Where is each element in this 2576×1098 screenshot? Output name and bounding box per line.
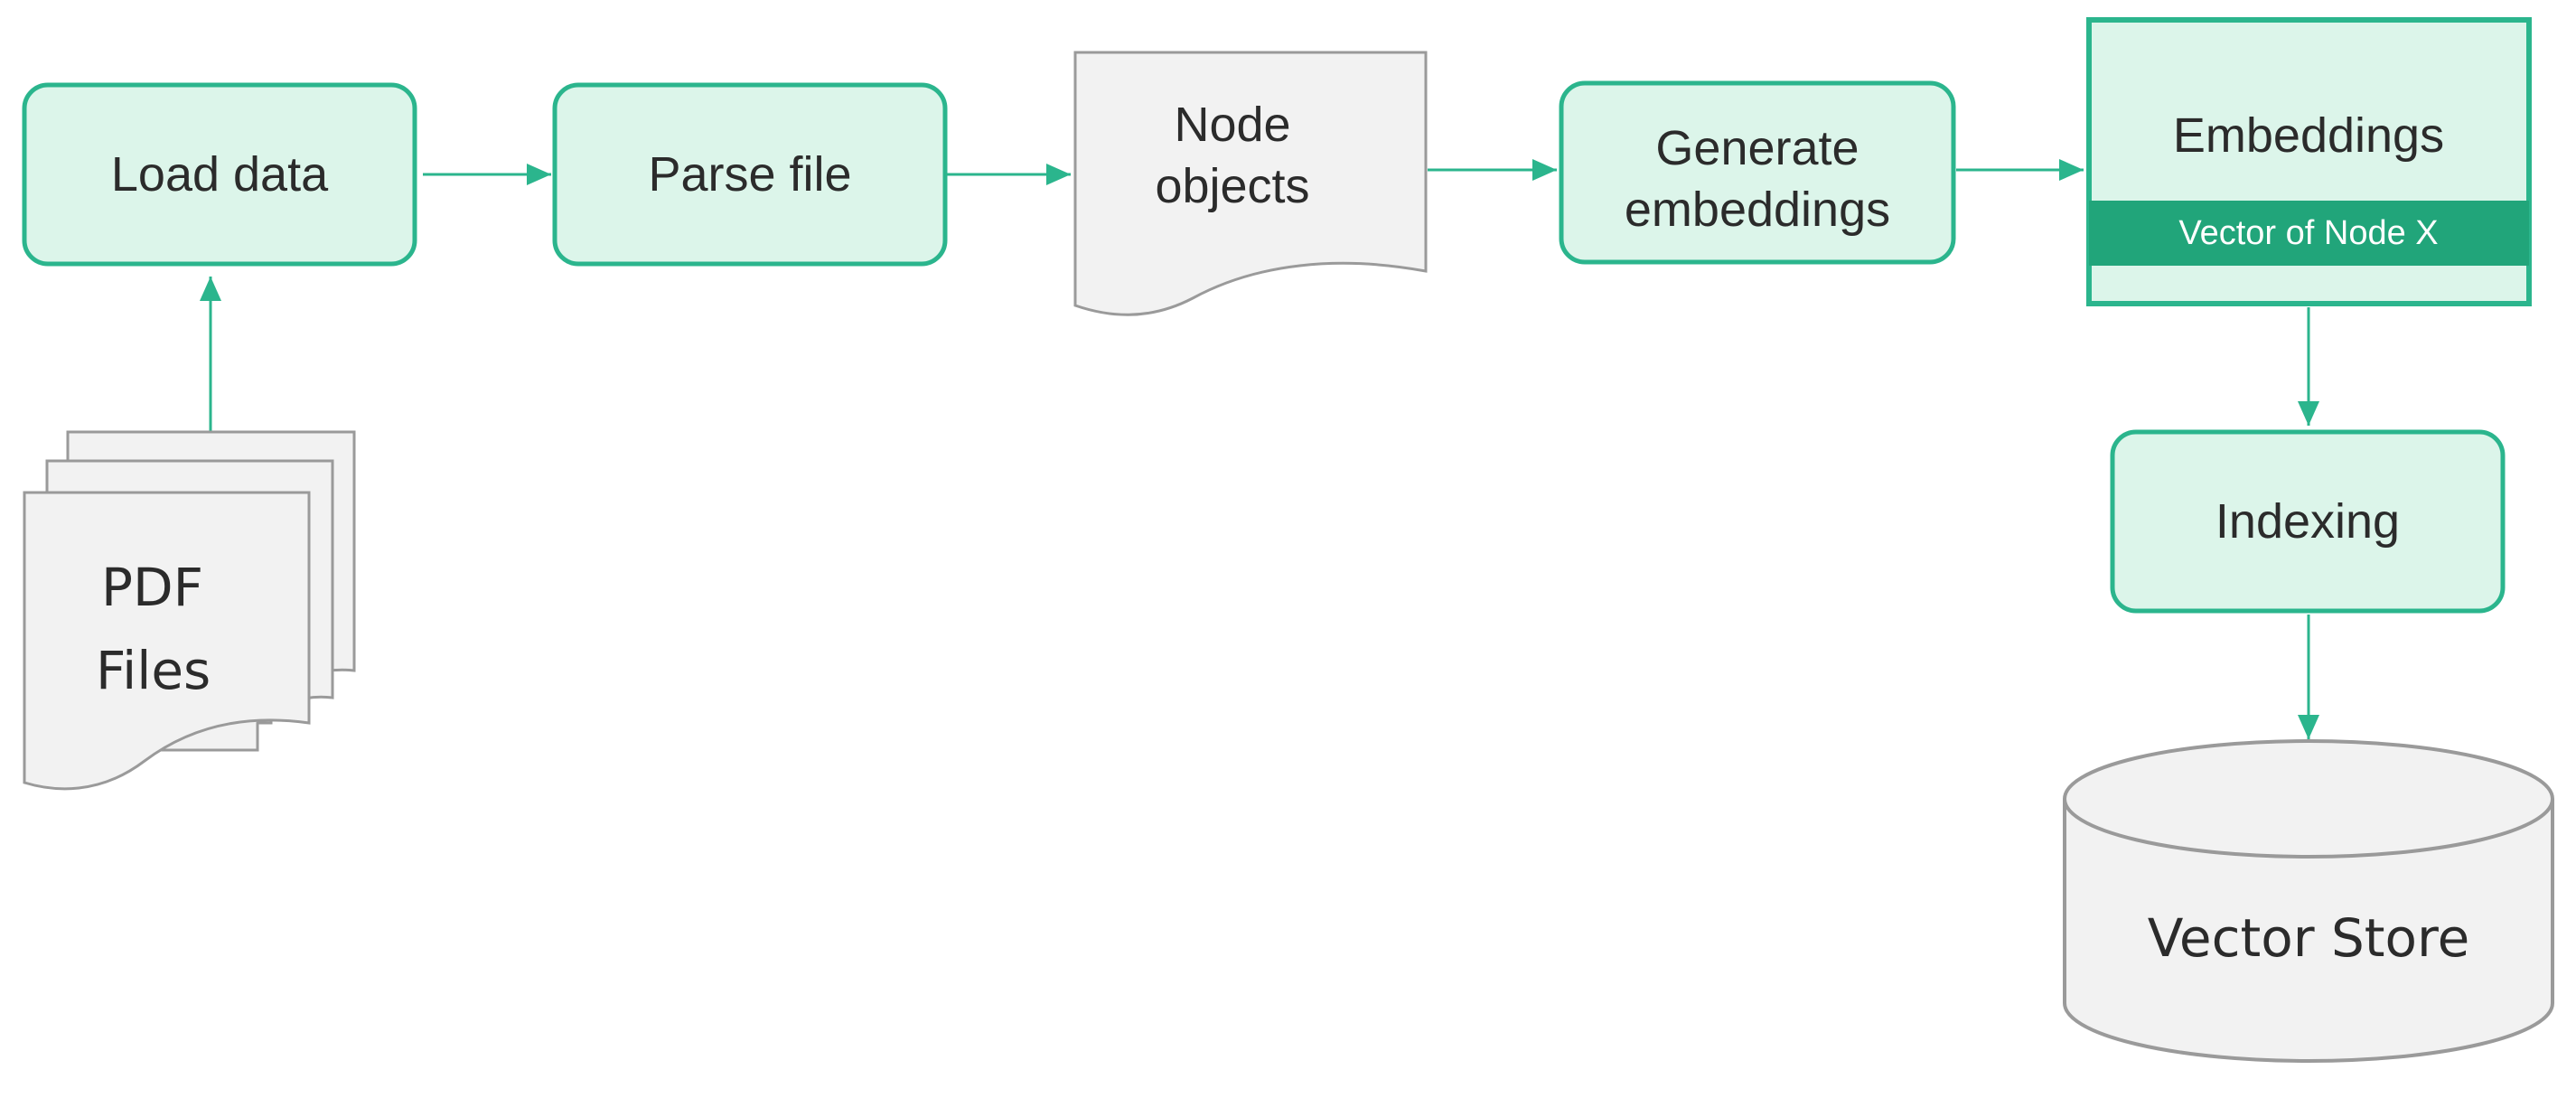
generate-embeddings-label-line1: Generate xyxy=(1655,121,1859,175)
parse-file-node: Parse file xyxy=(552,82,948,267)
generate-embeddings-node: Generate embeddings xyxy=(1559,80,1956,265)
vector-of-node-band xyxy=(2089,201,2529,266)
node-objects-label-line2: objects xyxy=(1155,159,1309,213)
node-objects-document: Node objects xyxy=(1073,51,1428,316)
pdf-files-stack: PDF Files xyxy=(23,430,356,791)
connectors xyxy=(200,159,2319,739)
embeddings-label: Embeddings xyxy=(2173,108,2444,163)
load-data-label: Load data xyxy=(111,147,329,202)
load-data-node: Load data xyxy=(22,82,417,267)
vector-store-label: Vector Store xyxy=(2148,907,2470,969)
indexing-node: Indexing xyxy=(2110,429,2506,614)
pdf-files-label-line2: Files xyxy=(96,640,211,701)
node-objects-label-line1: Node xyxy=(1174,98,1290,152)
pdf-files-label-line1: PDF xyxy=(101,557,203,618)
vector-store-cylinder: Vector Store xyxy=(2063,739,2554,1063)
parse-file-label: Parse file xyxy=(648,147,851,202)
vector-of-node-label: Vector of Node X xyxy=(2178,214,2438,252)
pdf-page-front xyxy=(23,491,311,791)
generate-embeddings-label-line2: embeddings xyxy=(1625,183,1890,237)
embeddings-node: Embeddings Vector of Node X xyxy=(2086,17,2532,306)
indexing-label: Indexing xyxy=(2215,494,2400,549)
